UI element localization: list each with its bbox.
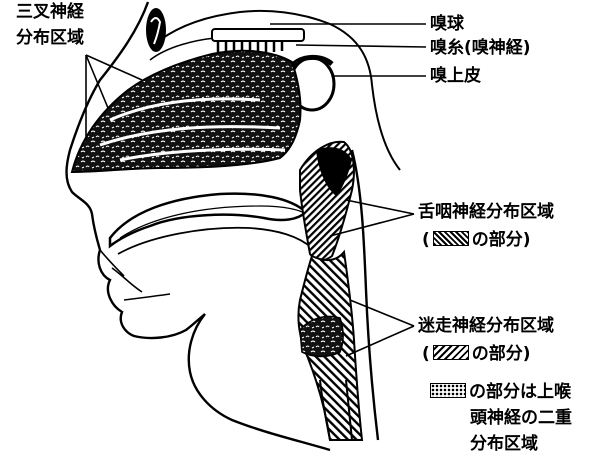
tongue-outline bbox=[118, 228, 317, 318]
glossopharyngeal-paren-open: ( bbox=[422, 230, 430, 250]
trigeminal-label-1: 三叉神経 bbox=[16, 2, 84, 22]
vagus-label: 迷走神経分布区域 bbox=[418, 316, 554, 336]
olfactory-bulb-label: 嗅球 bbox=[430, 14, 464, 34]
frontal-sinus bbox=[146, 8, 166, 52]
vagus-paren-open: ( bbox=[422, 344, 430, 364]
trigeminal-label-2: 分布区域 bbox=[16, 28, 84, 48]
glossopharyngeal-swatch bbox=[433, 231, 469, 246]
vagus-paren-close: の部分) bbox=[472, 344, 531, 364]
laryngeal-label-1: の部分は上喉 bbox=[469, 382, 571, 402]
laryngeal-swatch bbox=[430, 383, 466, 398]
olfactory-epithelium-label: 嗅上皮 bbox=[430, 66, 481, 86]
nasal-cavity bbox=[72, 51, 301, 172]
olfactory-nerve-label: 嗅糸(嗅神経) bbox=[430, 38, 531, 58]
glossopharyngeal-legend: ( の部分) bbox=[422, 230, 531, 250]
palate bbox=[110, 194, 306, 246]
olfactory-bulb-shape bbox=[212, 29, 304, 41]
glossopharyngeal-paren-close: の部分) bbox=[472, 230, 531, 250]
glossopharyngeal-label: 舌咽神経分布区域 bbox=[418, 202, 554, 222]
vagus-legend: ( の部分) bbox=[422, 344, 531, 364]
laryngeal-label-3: 分布区域 bbox=[470, 434, 538, 454]
laryngeal-legend: の部分は上喉 bbox=[430, 382, 571, 402]
laryngeal-label-2: 頭神経の二重 bbox=[470, 408, 572, 428]
vagus-swatch bbox=[433, 345, 469, 360]
teeth-and-lip bbox=[100, 250, 170, 300]
